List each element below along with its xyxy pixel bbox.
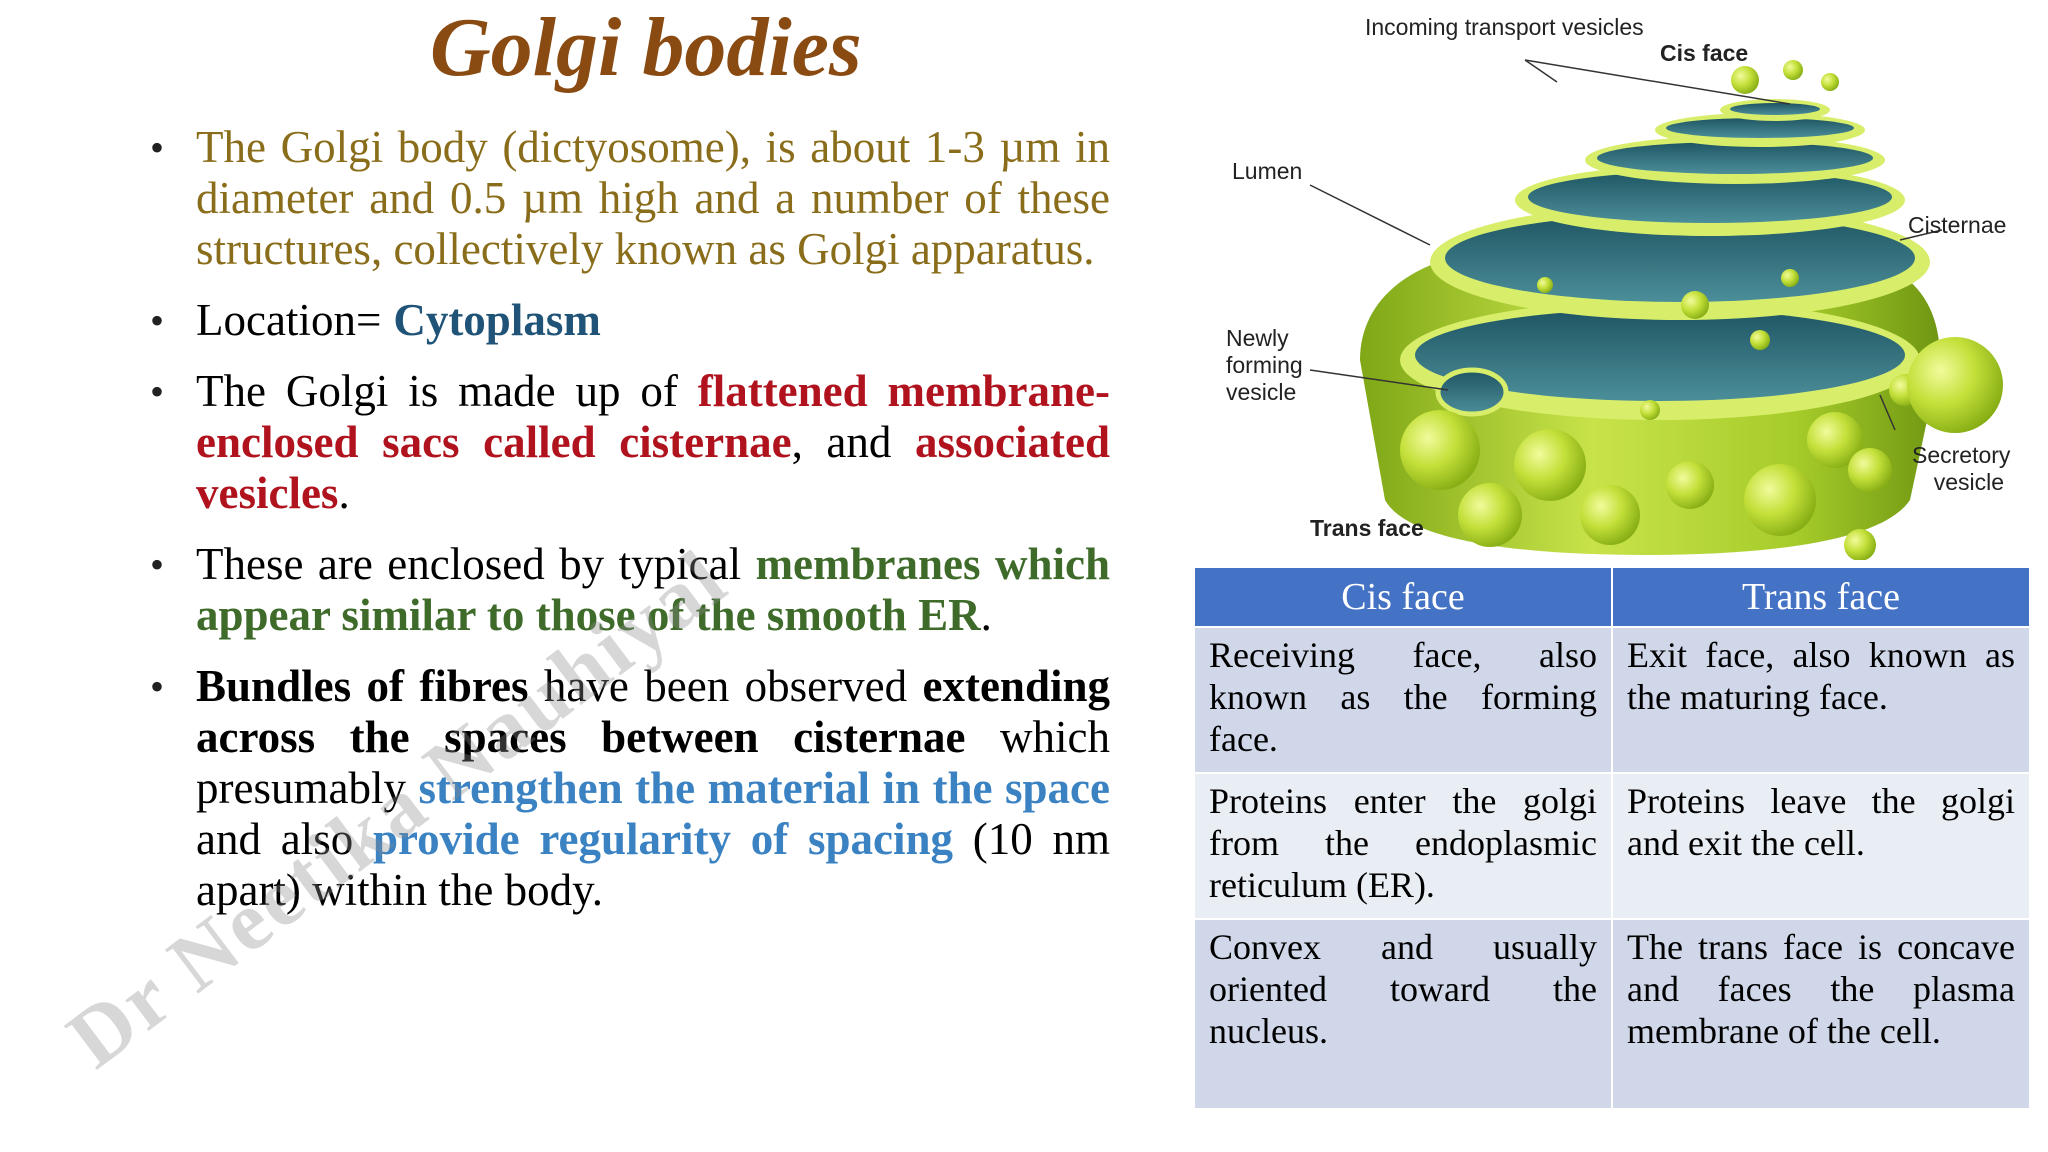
table-cell: Proteins leave the golgi and exit the ce… — [1611, 772, 2031, 920]
text-segment: which presumably — [196, 712, 1110, 813]
label-incoming: Incoming transport vesicles — [1365, 14, 1644, 40]
text-segment: , and — [791, 417, 915, 467]
table-row: Receiving face, also known as the formin… — [1193, 626, 2031, 774]
cisternae-stack — [1400, 99, 1930, 420]
highlight-cisternae: flattened membrane-enclosed sacs called … — [196, 366, 1110, 467]
table-cell: Receiving face, also known as the formin… — [1193, 626, 1613, 774]
label-cis-face: Cis face — [1660, 40, 1749, 66]
table-cell: Proteins enter the golgi from the endopl… — [1193, 772, 1613, 920]
vesicles — [1400, 60, 2003, 561]
table-row: Proteins enter the golgi from the endopl… — [1193, 772, 2031, 920]
highlight-fibres: Bundles of fibres — [196, 661, 529, 711]
table-header-row: Cis face Trans face — [1193, 566, 2031, 628]
text-segment: . — [338, 468, 350, 518]
highlight-vesicles: associated vesicles — [196, 417, 1110, 518]
bullet-fibres: Bundles of fibres have been observed ext… — [150, 661, 1110, 916]
highlight-extending: extending across the spaces between cist… — [196, 661, 1110, 762]
table-cell: Convex and usually oriented toward the n… — [1193, 918, 1613, 1110]
label-secretory: Secretory vesicle — [1912, 442, 2011, 495]
text-segment: have been observed — [528, 661, 923, 711]
label-newly-forming: Newly forming vesicle — [1226, 325, 1303, 405]
bullet-structure: The Golgi is made up of flattened membra… — [150, 366, 1110, 519]
highlight-strengthen: strengthen the material in the space — [418, 763, 1111, 813]
newly-forming-vesicle — [1435, 367, 1509, 417]
label-lumen: Lumen — [1232, 158, 1303, 184]
label-trans-face: Trans face — [1310, 515, 1424, 541]
bullet-membranes: These are enclosed by typical membranes … — [150, 539, 1110, 641]
highlight-regularity: provide regularity of spacing — [372, 814, 954, 864]
golgi-diagram: Incoming transport vesicles Cis face Lum… — [1190, 0, 2048, 561]
golgi-illustration — [1309, 59, 2003, 561]
highlight-membranes: membranes which appear similar to those … — [196, 539, 1111, 640]
column-header-trans: Trans face — [1611, 566, 2031, 628]
leader-lines — [1309, 59, 1943, 431]
location-value: Cytoplasm — [393, 295, 601, 345]
bullet-location: Location=Cytoplasm — [150, 295, 1110, 346]
text-segment: These are enclosed by typical — [196, 539, 756, 589]
bullet-size: The Golgi body (dictyosome), is about 1-… — [150, 122, 1110, 275]
text-segment: (10 nm apart) within the body. — [196, 814, 1111, 915]
page-title: Golgi bodies — [430, 1, 862, 94]
label-cisternae: Cisternae — [1908, 212, 2007, 238]
text-segment: and also — [196, 814, 373, 864]
table-row: Convex and usually oriented toward the n… — [1193, 918, 2031, 1110]
text-segment: . — [980, 590, 992, 640]
bullet-list: The Golgi body (dictyosome), is about 1-… — [150, 122, 1110, 936]
column-header-cis: Cis face — [1193, 566, 1613, 628]
comparison-table: Cis face Trans face Receiving face, also… — [1193, 566, 2031, 1110]
text-segment: The Golgi is made up of — [196, 366, 698, 416]
location-label: Location= — [196, 295, 382, 345]
table-cell: The trans face is concave and faces the … — [1611, 918, 2031, 1110]
table-cell: Exit face, also known as the maturing fa… — [1611, 626, 2031, 774]
